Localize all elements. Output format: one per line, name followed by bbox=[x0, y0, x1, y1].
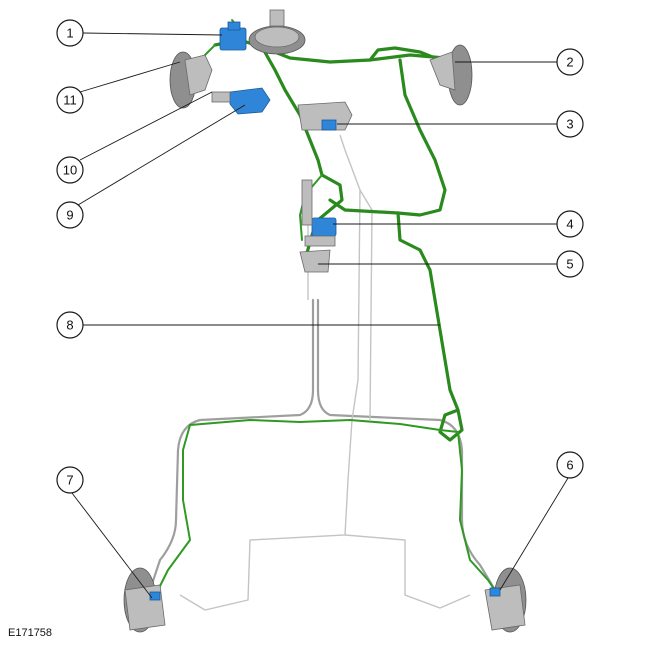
callout-8: 8 bbox=[56, 311, 84, 339]
callout-7: 7 bbox=[56, 466, 84, 494]
brake-lines bbox=[148, 134, 497, 611]
control-module bbox=[304, 217, 337, 247]
leader-lines bbox=[71, 32, 569, 599]
svg-text:5: 5 bbox=[566, 257, 573, 272]
svg-text:9: 9 bbox=[66, 208, 73, 223]
callout-6: 6 bbox=[556, 451, 584, 479]
callout-1: 1 bbox=[56, 19, 84, 47]
hydraulic-unit bbox=[219, 21, 247, 51]
front-right-knuckle bbox=[429, 44, 473, 106]
svg-text:4: 4 bbox=[566, 217, 573, 232]
svg-text:10: 10 bbox=[63, 163, 77, 178]
mount-bracket bbox=[297, 101, 353, 131]
callout-3: 3 bbox=[556, 110, 584, 138]
parking-brake-lever bbox=[299, 179, 331, 273]
svg-text:7: 7 bbox=[66, 473, 73, 488]
svg-text:2: 2 bbox=[566, 55, 573, 70]
svg-text:11: 11 bbox=[63, 93, 77, 108]
callout-4: 4 bbox=[556, 210, 584, 238]
rear-right-brake bbox=[484, 567, 527, 633]
callout-5: 5 bbox=[556, 250, 584, 278]
brake-booster bbox=[248, 9, 306, 55]
figure-reference-code: E171758 bbox=[8, 627, 53, 639]
svg-text:3: 3 bbox=[566, 117, 573, 132]
callout-9: 9 bbox=[56, 201, 84, 229]
front-left-knuckle bbox=[169, 51, 213, 109]
callout-10: 10 bbox=[56, 156, 84, 184]
rear-left-brake bbox=[123, 567, 166, 633]
brake-module bbox=[211, 87, 271, 115]
svg-text:8: 8 bbox=[66, 318, 73, 333]
callout-11: 11 bbox=[56, 86, 84, 114]
svg-text:6: 6 bbox=[566, 458, 573, 473]
svg-text:1: 1 bbox=[66, 26, 73, 41]
callout-2: 2 bbox=[556, 48, 584, 76]
